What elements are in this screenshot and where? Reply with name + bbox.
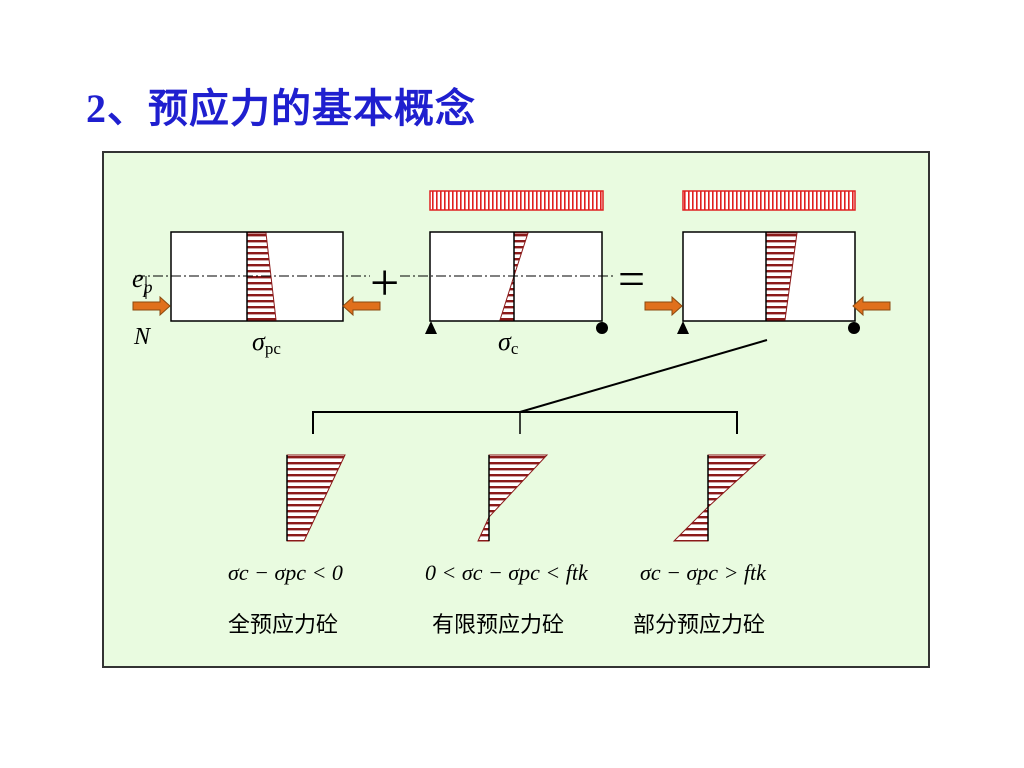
pin-support-icon [677, 321, 689, 334]
label-N: N [133, 324, 152, 350]
case-limited-prestress [477, 454, 549, 542]
label-sigma-pc: σ [252, 327, 266, 356]
label-sigma-pc-sub: pc [265, 339, 282, 358]
svg-text:ep: ep [132, 264, 153, 297]
roller-support-icon [848, 322, 860, 334]
equals-sign: = [618, 253, 645, 306]
case-full-prestress [286, 454, 346, 542]
label-sigma-c: σ [498, 327, 512, 356]
caption-partial: 部分预应力砼 [633, 613, 765, 638]
caption-full: 全预应力砼 [228, 613, 338, 638]
svg-text:σc: σc [498, 327, 519, 358]
plus-sign: + [370, 255, 399, 312]
leader-line [519, 339, 768, 413]
beam-combined [644, 190, 891, 334]
label-e-sub: p [142, 277, 153, 297]
formula-limited: 0 < σc − σpc < ftk [425, 560, 589, 585]
pin-support-icon [425, 321, 437, 334]
label-sigma-c-sub: c [511, 339, 519, 358]
bracket [312, 411, 738, 434]
arrow-left-icon [852, 295, 891, 317]
label-e: e [132, 264, 144, 293]
svg-text:σpc: σpc [252, 327, 281, 358]
arrow-right-icon [132, 295, 171, 317]
roller-support-icon [596, 322, 608, 334]
beam-load [425, 190, 608, 334]
slide-title: 2、预应力的基本概念 [86, 86, 476, 131]
prestress-force-arrows [132, 295, 381, 317]
formula-full: σc − σpc < 0 [228, 560, 343, 585]
formula-partial: σc − σpc > ftk [640, 560, 767, 585]
distributed-load-2 [682, 190, 856, 211]
caption-limited: 有限预应力砼 [432, 613, 564, 638]
arrow-right-icon [644, 295, 683, 317]
distributed-load-1 [429, 190, 604, 211]
arrow-left-icon [342, 295, 381, 317]
case-partial-prestress [672, 454, 767, 542]
